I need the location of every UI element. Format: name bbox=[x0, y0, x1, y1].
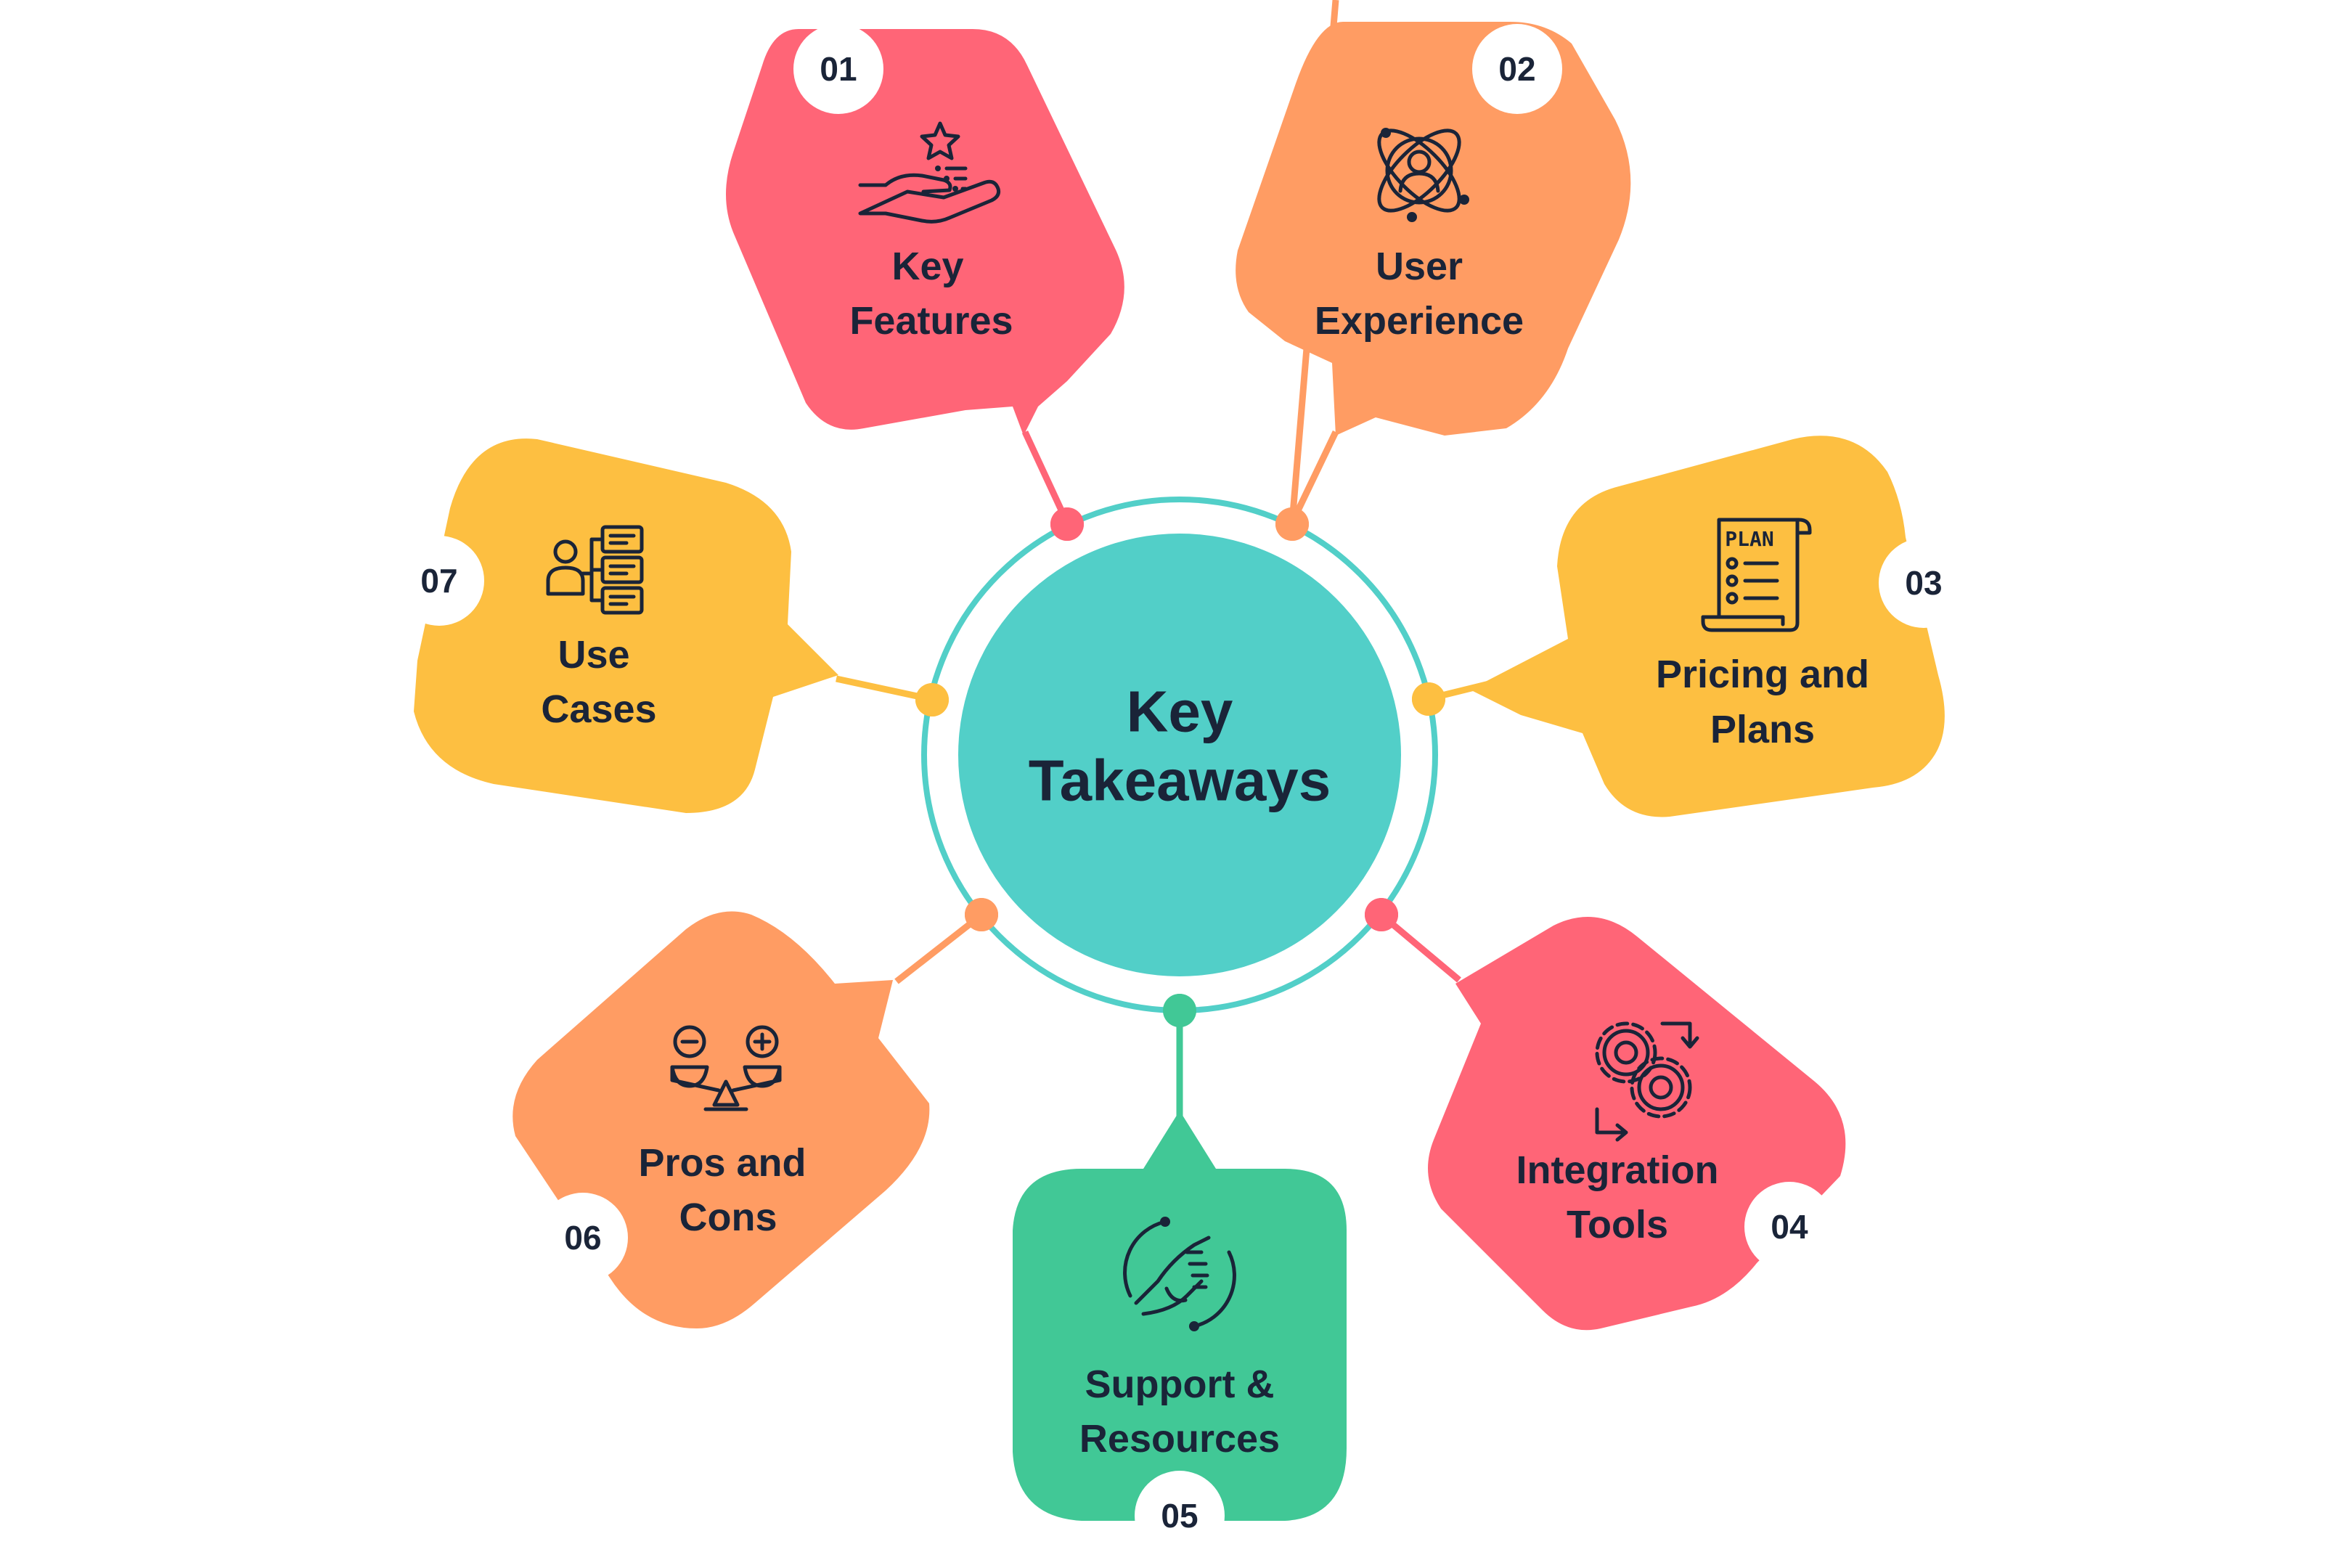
node-shape[interactable] bbox=[1236, 22, 1631, 436]
atom-user-icon bbox=[1377, 128, 1469, 222]
node-05-support-resources: 05 Support & Resources bbox=[1013, 994, 1347, 1561]
node-label-line2: Resources bbox=[1079, 1417, 1280, 1461]
node-02-user-experience: 02 User Experience bbox=[1236, 0, 1631, 541]
number-badge bbox=[394, 536, 484, 626]
connector-dot-03 bbox=[1412, 682, 1445, 716]
connector-dot-07 bbox=[915, 683, 949, 716]
node-shape[interactable] bbox=[414, 438, 838, 813]
node-04-integration-tools: 04 Integration Tools bbox=[1365, 898, 1846, 1331]
node-03-pricing-and-plans: 03 PLAN Pricing and Plans bbox=[1412, 436, 1969, 817]
number-badge bbox=[1744, 1182, 1834, 1272]
connector-dots-top bbox=[915, 507, 1445, 1027]
gears-icon bbox=[1595, 1021, 1699, 1142]
plan-text: PLAN bbox=[1725, 527, 1773, 551]
node-shape[interactable] bbox=[1470, 436, 1945, 817]
node-number: 07 bbox=[420, 562, 457, 600]
node-label-line1: Pricing and bbox=[1656, 653, 1869, 696]
node-label-line2: Plans bbox=[1710, 708, 1815, 751]
node-number: 01 bbox=[820, 50, 857, 88]
node-06-pros-and-cons: 06 Pros and Cons bbox=[513, 898, 998, 1328]
node-label-line2: Features bbox=[849, 299, 1013, 343]
connector-line bbox=[836, 675, 931, 703]
connector-dot-05 bbox=[1163, 994, 1196, 1027]
handshake-icon bbox=[1123, 1217, 1236, 1331]
user-cases-icon bbox=[546, 525, 644, 615]
node-label-line1: User bbox=[1376, 245, 1463, 288]
center-circle[interactable] bbox=[958, 534, 1401, 976]
node-label-line1: Pros and bbox=[638, 1141, 806, 1185]
node-01-key-features: 01 Key Features bbox=[726, 24, 1124, 541]
node-label-line2: Tools bbox=[1567, 1203, 1668, 1246]
node-label-line2: Cases bbox=[541, 687, 656, 731]
node-number: 05 bbox=[1161, 1497, 1198, 1535]
connector-dot-01 bbox=[1050, 507, 1084, 541]
node-shape[interactable] bbox=[1428, 917, 1846, 1331]
connector-dot-02 bbox=[1275, 507, 1309, 541]
node-shape[interactable] bbox=[1013, 1111, 1347, 1521]
hand-star-list-icon bbox=[858, 121, 1001, 224]
node-label-line1: Use bbox=[558, 633, 629, 677]
number-badge bbox=[793, 24, 883, 114]
number-badge bbox=[1879, 538, 1969, 628]
node-label-line1: Support & bbox=[1085, 1363, 1275, 1406]
node-label-line2: Experience bbox=[1315, 299, 1524, 343]
node-07-use-cases: 07 Use Cases bbox=[394, 438, 949, 813]
node-label-line1: Key bbox=[891, 245, 963, 288]
plan-document-icon: PLAN bbox=[1701, 518, 1812, 632]
balance-scale-icon bbox=[670, 1025, 782, 1111]
connector-dot-06 bbox=[965, 898, 998, 931]
node-shape[interactable] bbox=[726, 29, 1124, 436]
connector-line bbox=[1289, 430, 1339, 524]
connector-line bbox=[1381, 913, 1461, 983]
node-number: 03 bbox=[1905, 564, 1942, 602]
number-badge bbox=[1135, 1471, 1225, 1561]
node-number: 04 bbox=[1771, 1208, 1808, 1246]
node-label-line1: Integration bbox=[1516, 1148, 1719, 1192]
node-number: 06 bbox=[564, 1219, 601, 1257]
node-number: 02 bbox=[1498, 50, 1535, 88]
center-title-line2: Takeaways bbox=[1029, 748, 1331, 813]
connector-line bbox=[894, 913, 982, 984]
connector-line bbox=[1021, 430, 1071, 524]
node-label-line2: Cons bbox=[679, 1196, 777, 1239]
connector-dot-04 bbox=[1365, 898, 1398, 931]
number-badge bbox=[538, 1193, 628, 1283]
number-badge bbox=[1472, 24, 1562, 114]
center-title-line1: Key bbox=[1127, 679, 1233, 744]
center-hub: Key Takeaways bbox=[921, 497, 1438, 1013]
